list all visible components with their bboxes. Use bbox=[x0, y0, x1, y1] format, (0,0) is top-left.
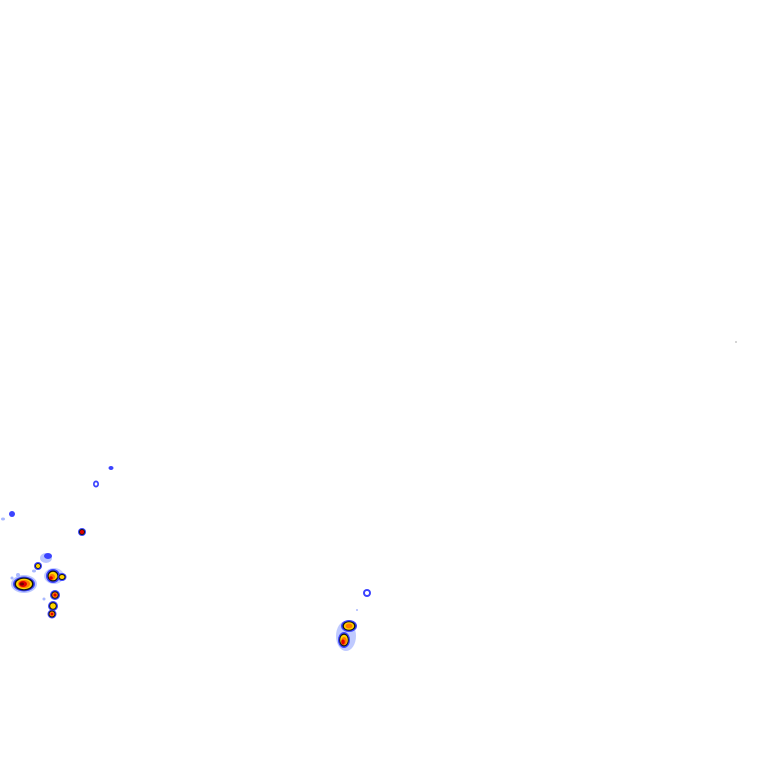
echo-cell-southern-line bbox=[42, 590, 60, 619]
echo-cell-far-north bbox=[108, 466, 114, 470]
echo-cell-north bbox=[93, 480, 99, 488]
echo-cell-east-main bbox=[336, 609, 358, 651]
echo-cell-small-core bbox=[78, 528, 86, 536]
precipitation-cluster-west bbox=[1, 466, 114, 619]
echo-cell-center bbox=[44, 568, 67, 584]
echo-speck-far-east bbox=[735, 341, 737, 343]
echo-cell-main-west bbox=[11, 575, 37, 593]
echo-cell-northwest bbox=[1, 511, 15, 521]
precipitation-cluster-east bbox=[336, 589, 371, 651]
echo-cell-east-north bbox=[363, 589, 371, 597]
echo-cell-upper-mid bbox=[10, 553, 52, 580]
